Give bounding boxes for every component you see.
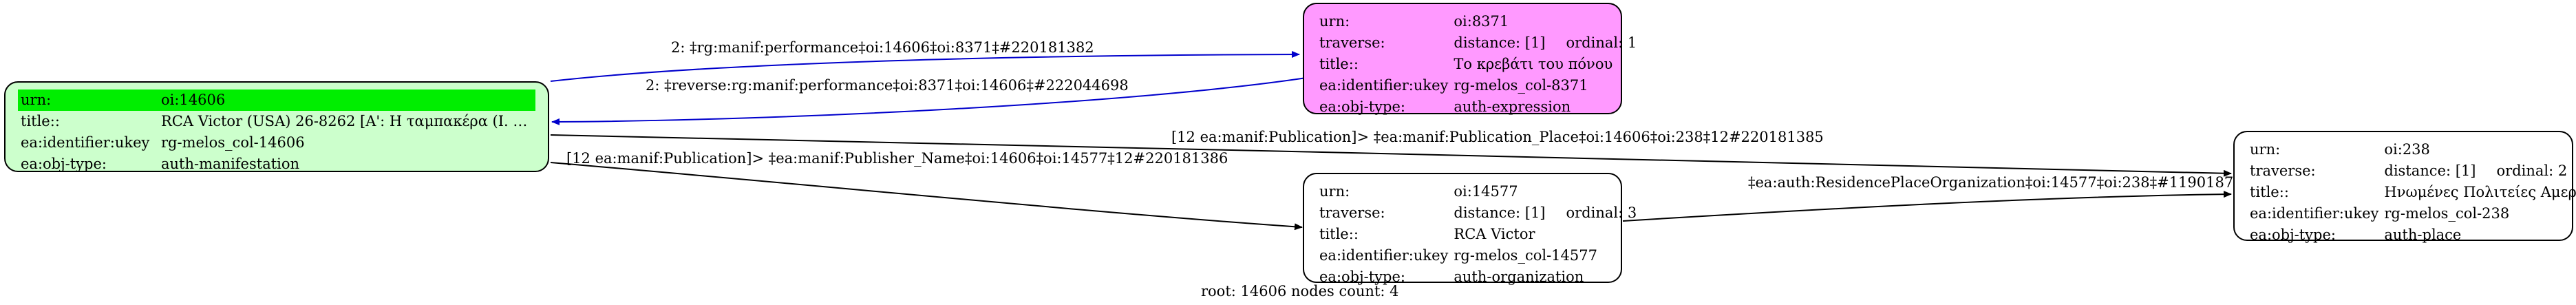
node-value: oi:8371 — [1454, 13, 1509, 30]
node-key: ea:obj-type: — [2250, 227, 2336, 243]
node-distance: distance: [1] — [1454, 204, 1546, 221]
node-value: rg-melos_col-14606 — [161, 134, 305, 151]
edge-label-residence: ‡ea:auth:ResidencePlaceOrganization‡oi:1… — [1748, 174, 2252, 191]
node-key: title:: — [1319, 56, 1359, 72]
node-value: auth-expression — [1454, 98, 1571, 115]
node-key: traverse: — [1319, 34, 1385, 51]
node-distance: distance: [1] — [1454, 34, 1546, 51]
edge-publication-place — [550, 134, 2232, 177]
node-key: ea:identifier:ukey — [1319, 77, 1449, 94]
node-value: rg-melos_col-14577 — [1454, 247, 1597, 264]
edge-publisher — [550, 162, 1303, 231]
edge-residence — [1622, 191, 2232, 222]
node-ordinal: ordinal: 1 — [1566, 34, 1637, 51]
node-key: title:: — [2250, 184, 2289, 200]
edge-label-performance: 2: ‡rg:manif:performance‡oi:14606‡oi:837… — [671, 39, 1094, 56]
node-value: auth-manifestation — [161, 156, 300, 172]
node-key: urn: — [1319, 183, 1350, 200]
node-ordinal: ordinal: 2 — [2496, 162, 2568, 179]
node-key: ea:identifier:ukey — [2250, 205, 2379, 222]
edge-label-publisher: [12 ea:manif:Publication]> ‡ea:manif:Pub… — [566, 150, 1228, 167]
node-key: ea:identifier:ukey — [21, 134, 150, 151]
node-key: ea:identifier:ukey — [1319, 247, 1449, 264]
node-root-manifestation[interactable]: urn:oi:14606 title::RCA Victor (USA) 26-… — [4, 81, 549, 172]
node-key: urn: — [2250, 141, 2281, 158]
graph-caption: root: 14606 nodes count: 4 — [1201, 283, 1399, 299]
node-ordinal: ordinal: 3 — [1566, 204, 1637, 221]
edge-performance-reverse — [551, 77, 1307, 125]
node-value: Ηνωμένες Πολιτείες Αμερικής — [2384, 184, 2576, 200]
node-value: Το κρεβάτι του πόνου — [1454, 56, 1613, 72]
node-value: auth-place — [2384, 227, 2462, 243]
edge-performance — [550, 51, 1300, 82]
node-distance: distance: [1] — [2384, 162, 2476, 179]
node-place[interactable]: urn: oi:238 traverse: distance: [1] ordinal… — [2233, 131, 2576, 243]
node-value: auth-organization — [1454, 269, 1584, 285]
edge-label-performance-reverse: 2: ‡reverse:rg:manif:performance‡oi:8371… — [646, 77, 1129, 94]
node-key: urn: — [18, 90, 158, 111]
node-value: rg-melos_col-8371 — [1454, 77, 1588, 94]
node-value: RCA Victor — [1454, 226, 1535, 242]
node-value: RCA Victor (USA) 26-8262 [Α': Η ταμπακέρ… — [161, 113, 535, 129]
node-key: traverse: — [1319, 204, 1385, 221]
node-value: oi:14577 — [1454, 183, 1518, 200]
node-value: oi:14606 — [158, 90, 535, 111]
node-key: urn: — [1319, 13, 1350, 30]
node-expression[interactable]: urn: oi:8371 traverse: distance: [1] ordina… — [1303, 3, 1637, 115]
edge-label-publication-place: [12 ea:manif:Publication]> ‡ea:manif:Pub… — [1171, 129, 1824, 145]
node-key: title:: — [1319, 226, 1359, 242]
node-key: ea:obj-type: — [21, 156, 107, 172]
node-key: ea:obj-type: — [1319, 98, 1405, 115]
node-value: oi:238 — [2384, 141, 2430, 158]
node-key: traverse: — [2250, 162, 2316, 179]
node-value: rg-melos_col-238 — [2384, 205, 2510, 222]
node-key: title:: — [21, 113, 60, 129]
node-organization[interactable]: urn: oi:14577 traverse: distance: [1] ordin… — [1303, 173, 1637, 285]
